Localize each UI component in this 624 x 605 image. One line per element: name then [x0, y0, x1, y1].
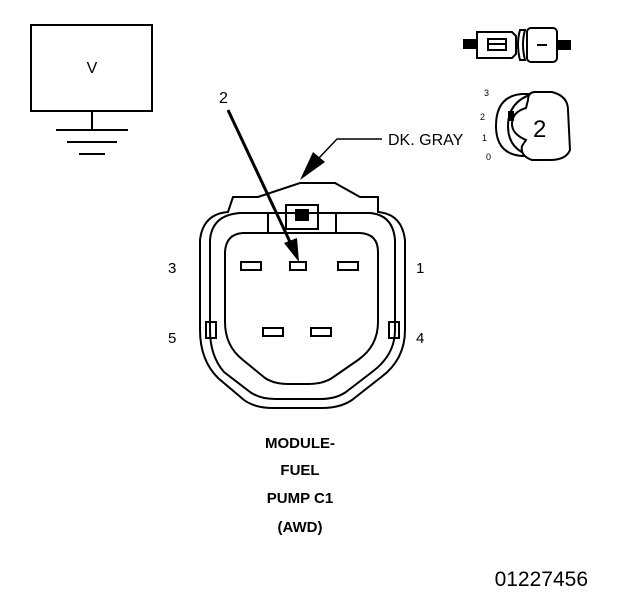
terminal-5 — [262, 327, 284, 337]
terminal-4 — [310, 327, 332, 337]
wire-stub-left — [463, 39, 477, 49]
caption-line-1: MODULE- — [265, 435, 335, 452]
probe-arrowhead — [284, 238, 299, 262]
connector-outer-housing — [199, 182, 406, 409]
voltmeter-label: V — [87, 60, 98, 77]
latch-window — [295, 209, 309, 221]
terminal-slot — [508, 111, 514, 121]
terminal-side-view-icon — [463, 27, 571, 63]
connector-latch — [285, 204, 319, 230]
terminal-3 — [240, 261, 262, 271]
terminal-1 — [337, 261, 359, 271]
terminal-rotation-icon: 3 2 1 0 2 — [480, 88, 572, 162]
caption-line-3: PUMP C1 — [267, 490, 333, 507]
connector-pin-cavity — [224, 232, 379, 385]
scale-label-2: 2 — [480, 112, 485, 122]
wire-stub-right — [557, 40, 571, 50]
wire-color-label: DK. GRAY — [388, 132, 464, 149]
terminal-cylinder-front — [510, 91, 572, 161]
probe-line — [226, 109, 293, 245]
pin-label-3: 3 — [168, 260, 176, 277]
caption-line-4: (AWD) — [278, 519, 323, 536]
scale-label-0: 0 — [486, 152, 491, 162]
terminal-sleeve — [517, 29, 527, 61]
wire-leader-arrowhead — [300, 152, 325, 180]
caption-line-2: FUEL — [280, 462, 319, 479]
scale-label-3: 3 — [484, 88, 489, 98]
connector-caption: MODULE- FUEL PUMP C1 (AWD) — [265, 435, 335, 536]
side-tab-right — [388, 321, 400, 339]
voltmeter: V — [30, 24, 153, 155]
terminal-view-number: 2 — [533, 116, 546, 143]
terminal-contact — [487, 38, 507, 51]
wire-leader-line — [318, 138, 382, 159]
pin-label-5: 5 — [168, 330, 176, 347]
wire-color-callout: DK. GRAY — [300, 132, 464, 180]
callout-pin-label: 2 — [219, 90, 228, 107]
terminal-body — [476, 31, 517, 59]
terminal-2 — [289, 261, 307, 271]
probe-callout: 2 — [219, 90, 299, 262]
scale-label-1: 1 — [482, 133, 487, 143]
connector-face — [199, 182, 406, 409]
side-tab-left — [205, 321, 217, 339]
pin-label-1: 1 — [416, 260, 424, 277]
pin-label-4: 4 — [416, 330, 424, 347]
figure-code: 01227456 — [495, 568, 588, 591]
connector-inner-shell — [209, 212, 396, 400]
